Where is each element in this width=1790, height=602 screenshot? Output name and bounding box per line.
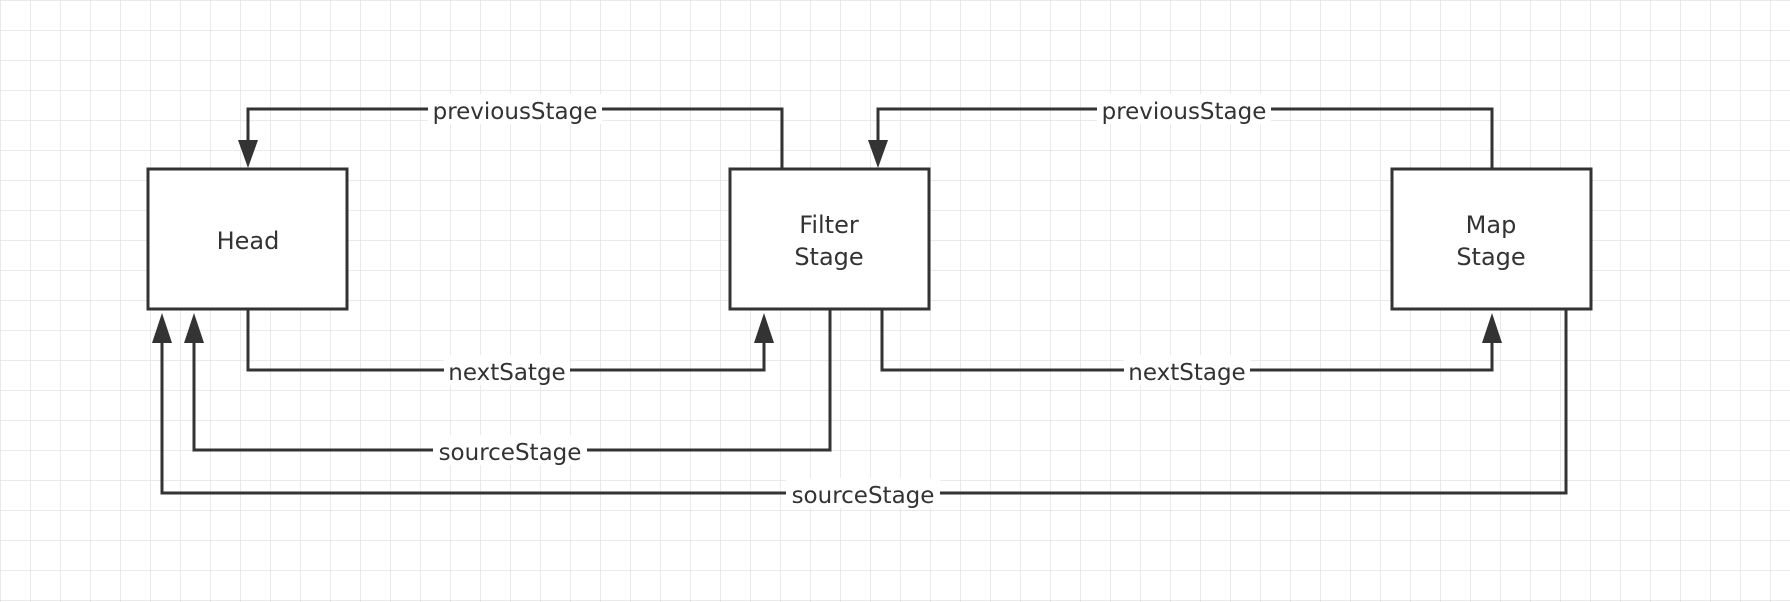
filter-stage-node-label-line-1: Filter [799, 211, 859, 239]
edge-label-map-to-filter-previous: previousStage [1102, 99, 1267, 125]
arrowhead-head-top [238, 140, 258, 168]
head-node-box[interactable] [146, 167, 349, 311]
head-node[interactable]: Head [146, 167, 349, 311]
edge-label-group: previousStage previousStage nextSatge ne… [428, 94, 1271, 509]
arrowhead-filter-top [868, 140, 888, 168]
filter-stage-node-label-line-2: Stage [794, 243, 863, 271]
arrowhead-map-bottom [1482, 313, 1502, 343]
arrowhead-filter-bottom [754, 313, 774, 343]
edge-label-filter-to-head-source: sourceStage [439, 440, 582, 466]
edge-label-background [1097, 94, 1271, 124]
head-node-label: Head [217, 227, 280, 255]
edge-label-background [786, 478, 940, 508]
node-group: Head Filter Stage Map Stage [146, 167, 1593, 311]
filter-stage-node-box[interactable] [728, 167, 931, 311]
map-stage-node[interactable]: Map Stage [1390, 167, 1593, 311]
edge-label-background [1124, 355, 1250, 385]
edge-label-background [444, 355, 570, 385]
edge-label-background [428, 94, 602, 124]
map-stage-node-box[interactable] [1390, 167, 1593, 311]
arrowhead-head-source-outer [152, 313, 172, 343]
edge-label-map-to-head-source: sourceStage [792, 483, 935, 509]
arrowhead-head-source-inner [184, 313, 204, 343]
filter-stage-node[interactable]: Filter Stage [728, 167, 931, 311]
edge-label-filter-to-map-next: nextStage [1128, 360, 1245, 386]
edge-label-filter-to-head-previous: previousStage [433, 99, 598, 125]
map-stage-node-label-line-1: Map [1466, 211, 1517, 239]
map-stage-node-label-line-2: Stage [1456, 243, 1525, 271]
edge-label-head-to-filter-next: nextSatge [448, 360, 565, 386]
edge-label-background [433, 435, 587, 465]
